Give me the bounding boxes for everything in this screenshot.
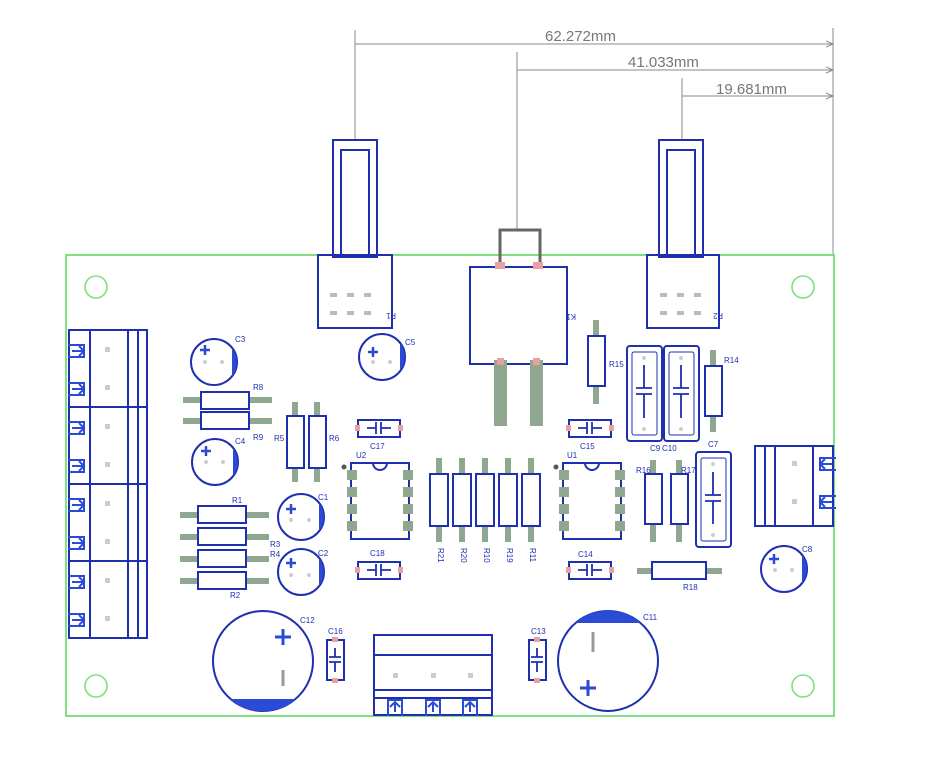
resistor-r6 (308, 402, 327, 482)
resistor-r15 (587, 320, 606, 404)
cap-c2 (277, 548, 325, 596)
dimension-label-62: 62.272mm (545, 28, 616, 45)
potentiometer-p1 (317, 139, 393, 329)
label-r15: R15 (609, 360, 624, 369)
label-r9: R9 (253, 433, 264, 442)
cap-c15 (566, 419, 614, 438)
dimension-label-41: 41.033mm (628, 54, 699, 71)
label-u2: U2 (356, 451, 367, 460)
dimension-label-19: 19.681mm (716, 81, 787, 98)
dimension-lines (354, 28, 833, 255)
p1-pads (330, 293, 371, 315)
label-r16: R16 (636, 466, 651, 475)
resistor-r10 (475, 458, 495, 542)
terminal-arrows-bottom (387, 699, 478, 716)
cap-c11 (557, 610, 659, 712)
label-r1: R1 (232, 496, 243, 505)
ic-u2 (341, 462, 413, 540)
cap-c9 (626, 345, 663, 442)
label-c18: C18 (370, 549, 385, 558)
label-c4: C4 (235, 437, 246, 446)
cap-c7 (695, 451, 732, 548)
cap-c13 (528, 637, 547, 683)
terminal-arrows-left (68, 344, 86, 627)
resistor-r3 (180, 527, 269, 546)
label-r4: R4 (270, 550, 281, 559)
label-c8: C8 (802, 545, 813, 554)
resistor-r14 (704, 350, 723, 432)
label-r6: R6 (329, 434, 340, 443)
label-r5: R5 (274, 434, 285, 443)
resistor-r9 (183, 411, 272, 430)
label-c1: C1 (318, 493, 329, 502)
resistor-r11 (521, 458, 541, 542)
label-c2: C2 (318, 549, 329, 558)
cap-c16 (326, 637, 345, 683)
resistor-r2 (180, 571, 269, 590)
label-u1: U1 (567, 451, 578, 460)
ic-u1 (553, 462, 625, 540)
label-k1: K1 (566, 312, 576, 321)
label-c5: C5 (405, 338, 416, 347)
label-r8: R8 (253, 383, 264, 392)
terminal-block-right (754, 445, 834, 527)
label-c9: C9 (650, 444, 661, 453)
resistor-r18 (637, 561, 722, 580)
terminal-block-bottom (373, 634, 493, 716)
resistor-r4 (180, 549, 269, 568)
cap-c14 (566, 561, 614, 580)
label-c11: C11 (643, 613, 658, 622)
label-c12: C12 (300, 616, 315, 625)
potentiometer-p2 (646, 139, 720, 329)
label-c7: C7 (708, 440, 719, 449)
cap-c17 (355, 419, 403, 438)
cap-c3 (190, 338, 238, 386)
resistor-r16 (644, 460, 663, 542)
label-r19: R19 (505, 548, 514, 563)
resistor-r5 (286, 402, 305, 482)
mounting-holes (84, 275, 815, 698)
resistor-r21 (429, 458, 449, 542)
label-p2: P2 (713, 311, 723, 320)
terminal-pads-right (792, 461, 797, 504)
relay-k1 (469, 228, 568, 426)
resistor-r17 (670, 460, 689, 542)
terminal-block-left (68, 329, 148, 639)
p2-pads (660, 293, 701, 315)
resistor-r19 (498, 458, 518, 542)
label-r17: R17 (681, 466, 696, 475)
label-r3: R3 (270, 540, 281, 549)
cap-c5 (358, 333, 406, 381)
terminal-arrows-right (818, 457, 836, 509)
label-r2: R2 (230, 591, 241, 600)
label-c3: C3 (235, 335, 246, 344)
cap-c1 (277, 493, 325, 541)
label-r14: R14 (724, 356, 739, 365)
cap-c8 (760, 545, 808, 593)
terminal-pads-bottom (393, 673, 473, 678)
label-r20: R20 (459, 548, 468, 563)
label-r11: R11 (528, 548, 537, 563)
resistor-r8 (183, 391, 272, 410)
cap-c18 (355, 561, 403, 580)
label-c17: C17 (370, 442, 385, 451)
label-c14: C14 (578, 550, 593, 559)
label-c13: C13 (531, 627, 546, 636)
label-p1: P1 (386, 311, 396, 320)
resistor-r20 (452, 458, 472, 542)
label-c10: C10 (662, 444, 677, 453)
cap-c4 (191, 438, 239, 486)
terminal-pads-left (105, 347, 110, 621)
label-c16: C16 (328, 627, 343, 636)
resistor-r1 (180, 505, 269, 524)
cap-c10 (663, 345, 700, 442)
label-r10: R10 (482, 548, 491, 563)
label-r18: R18 (683, 583, 698, 592)
cap-c12 (212, 610, 314, 712)
label-c15: C15 (580, 442, 595, 451)
label-r21: R21 (436, 548, 445, 563)
